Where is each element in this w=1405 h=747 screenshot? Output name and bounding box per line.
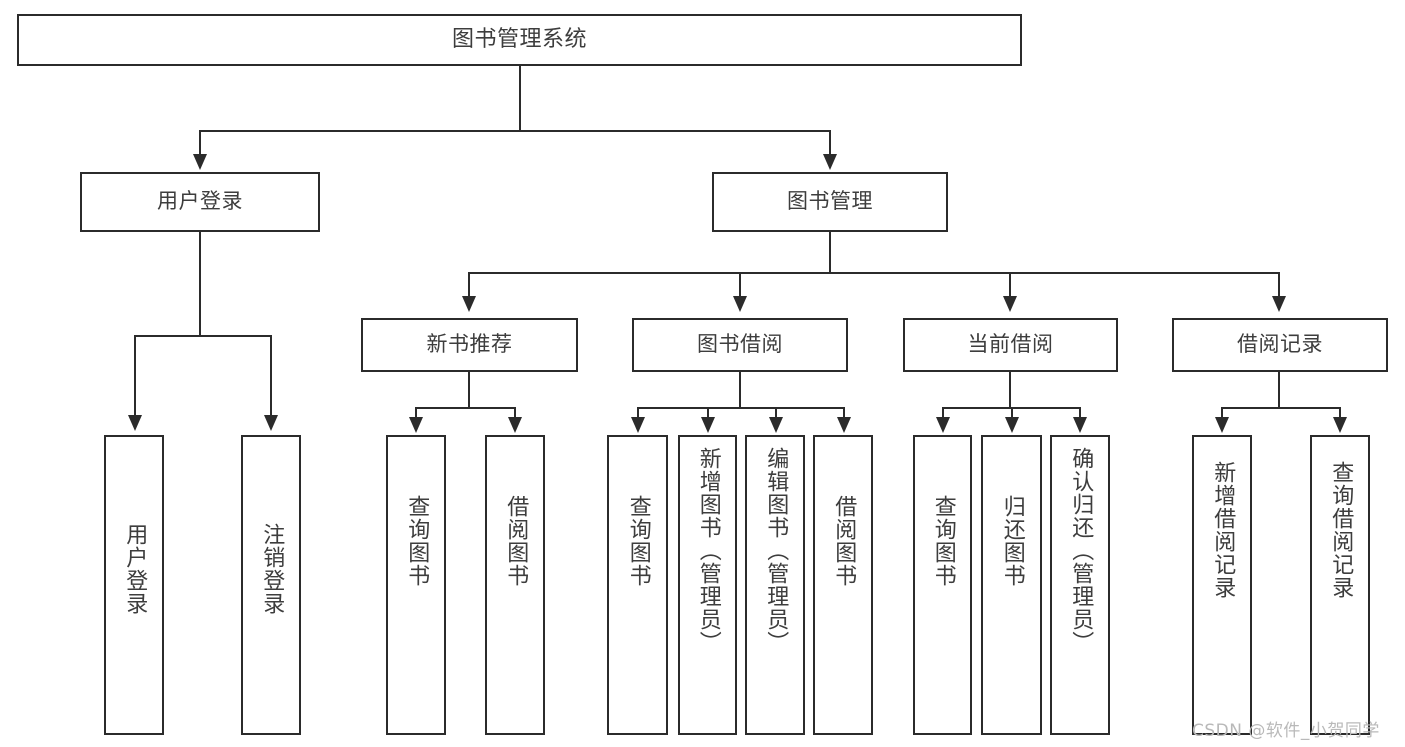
arrow-book-borrow-leaf3: [769, 417, 783, 433]
arrow-current-borrow-leaf2: [1005, 417, 1019, 433]
edge-current-borrow-leaf2: [1011, 407, 1013, 419]
node-label: 图书借阅: [697, 332, 783, 357]
node-label: 图书管理系统: [451, 26, 587, 52]
edge-book-borrow-leaf3: [775, 407, 777, 419]
edge-borrow-record-down: [1278, 372, 1280, 407]
edge-book-borrow-leaf1: [637, 407, 639, 419]
node-label: 查询图书: [404, 495, 430, 587]
arrow-to-borrow-record: [1272, 296, 1286, 312]
edge-new-book-leaf1: [415, 407, 417, 419]
edge-to-new-book-recommend: [468, 272, 470, 298]
node-book-management[interactable]: 图书管理: [712, 172, 948, 232]
arrow-user-login-leaf2: [264, 415, 278, 431]
edge-borrow-record-leaf1: [1221, 407, 1223, 419]
edge-new-book-bus: [415, 407, 515, 409]
edge-to-user-login: [199, 130, 201, 156]
edge-book-borrow-leaf4: [843, 407, 845, 419]
node-label: 新书推荐: [426, 332, 513, 357]
arrow-book-borrow-leaf2: [701, 417, 715, 433]
node-label: 查询图书: [625, 495, 651, 587]
arrow-borrow-record-leaf1: [1215, 417, 1229, 433]
arrow-to-new-book-recommend: [462, 296, 476, 312]
edge-to-current-borrow: [1009, 272, 1011, 298]
node-borrow-record[interactable]: 借阅记录: [1172, 318, 1388, 372]
node-label: 新增图书（管理员）: [695, 447, 721, 654]
leaf-add-book-admin[interactable]: 新增图书（管理员）: [678, 435, 737, 735]
edge-to-book-manage: [829, 130, 831, 156]
node-label: 编辑图书（管理员）: [763, 447, 789, 654]
node-label: 确认归还（管理员）: [1068, 447, 1094, 654]
node-label: 图书管理: [787, 189, 873, 214]
arrow-new-book-leaf1: [409, 417, 423, 433]
edge-user-login-leaf2: [270, 335, 272, 417]
edge-book-borrow-bus: [637, 407, 843, 409]
edge-borrow-record-leaf2: [1339, 407, 1341, 419]
node-label: 当前借阅: [967, 332, 1054, 357]
edge-root-bus: [199, 130, 831, 132]
leaf-query-book-recommend[interactable]: 查询图书: [386, 435, 446, 735]
edge-to-borrow-record: [1278, 272, 1280, 298]
leaf-query-book-borrow[interactable]: 查询图书: [607, 435, 668, 735]
node-user-login[interactable]: 用户登录: [80, 172, 320, 232]
node-label: 注销登录: [259, 523, 285, 615]
node-root-book-management-system[interactable]: 图书管理系统: [17, 14, 1022, 66]
edge-current-borrow-leaf3: [1079, 407, 1081, 419]
leaf-borrow-book-recommend[interactable]: 借阅图书: [485, 435, 545, 735]
edge-borrow-record-bus: [1221, 407, 1340, 409]
edge-book-borrow-leaf2: [707, 407, 709, 419]
node-label: 新增借阅记录: [1210, 461, 1236, 599]
node-label: 借阅图书: [503, 495, 529, 587]
leaf-query-book-current[interactable]: 查询图书: [913, 435, 972, 735]
csdn-watermark: CSDN @软件_小贺同学: [1192, 721, 1380, 741]
arrow-user-login-leaf1: [128, 415, 142, 431]
node-current-borrow[interactable]: 当前借阅: [903, 318, 1118, 372]
leaf-edit-book-admin[interactable]: 编辑图书（管理员）: [745, 435, 805, 735]
node-new-book-recommend[interactable]: 新书推荐: [361, 318, 578, 372]
node-label: 用户登录: [122, 523, 148, 615]
leaf-borrow-book[interactable]: 借阅图书: [813, 435, 873, 735]
edge-current-borrow-leaf1: [942, 407, 944, 419]
arrow-to-book-manage: [823, 154, 837, 170]
edge-new-book-down: [468, 372, 470, 407]
node-label: 借阅记录: [1237, 332, 1323, 357]
edge-new-book-leaf2: [514, 407, 516, 419]
leaf-query-borrow-record[interactable]: 查询借阅记录: [1310, 435, 1370, 735]
arrow-to-user-login: [193, 154, 207, 170]
node-label: 归还图书: [999, 495, 1025, 587]
arrow-book-borrow-leaf4: [837, 417, 851, 433]
leaf-return-book[interactable]: 归还图书: [981, 435, 1042, 735]
arrow-to-book-borrow: [733, 296, 747, 312]
leaf-logout-login[interactable]: 注销登录: [241, 435, 301, 735]
edge-user-login-bus: [134, 335, 272, 337]
node-label: 借阅图书: [831, 495, 857, 587]
arrow-new-book-leaf2: [508, 417, 522, 433]
arrow-borrow-record-leaf2: [1333, 417, 1347, 433]
edge-user-login-down: [199, 232, 201, 335]
arrow-current-borrow-leaf1: [936, 417, 950, 433]
leaf-user-login[interactable]: 用户登录: [104, 435, 164, 735]
edge-to-book-borrow: [739, 272, 741, 298]
arrow-to-current-borrow: [1003, 296, 1017, 312]
arrow-current-borrow-leaf3: [1073, 417, 1087, 433]
node-label: 查询图书: [930, 495, 956, 587]
edge-root-down: [519, 66, 521, 130]
edge-current-borrow-down: [1009, 372, 1011, 407]
node-book-borrow[interactable]: 图书借阅: [632, 318, 848, 372]
leaf-add-borrow-record[interactable]: 新增借阅记录: [1192, 435, 1252, 735]
arrow-book-borrow-leaf1: [631, 417, 645, 433]
edge-book-manage-bus: [468, 272, 1279, 274]
edge-book-borrow-down: [739, 372, 741, 407]
edge-book-manage-down: [829, 232, 831, 272]
edge-user-login-leaf1: [134, 335, 136, 417]
node-label: 用户登录: [157, 189, 243, 214]
leaf-confirm-return-admin[interactable]: 确认归还（管理员）: [1050, 435, 1110, 735]
node-label: 查询借阅记录: [1328, 461, 1354, 599]
